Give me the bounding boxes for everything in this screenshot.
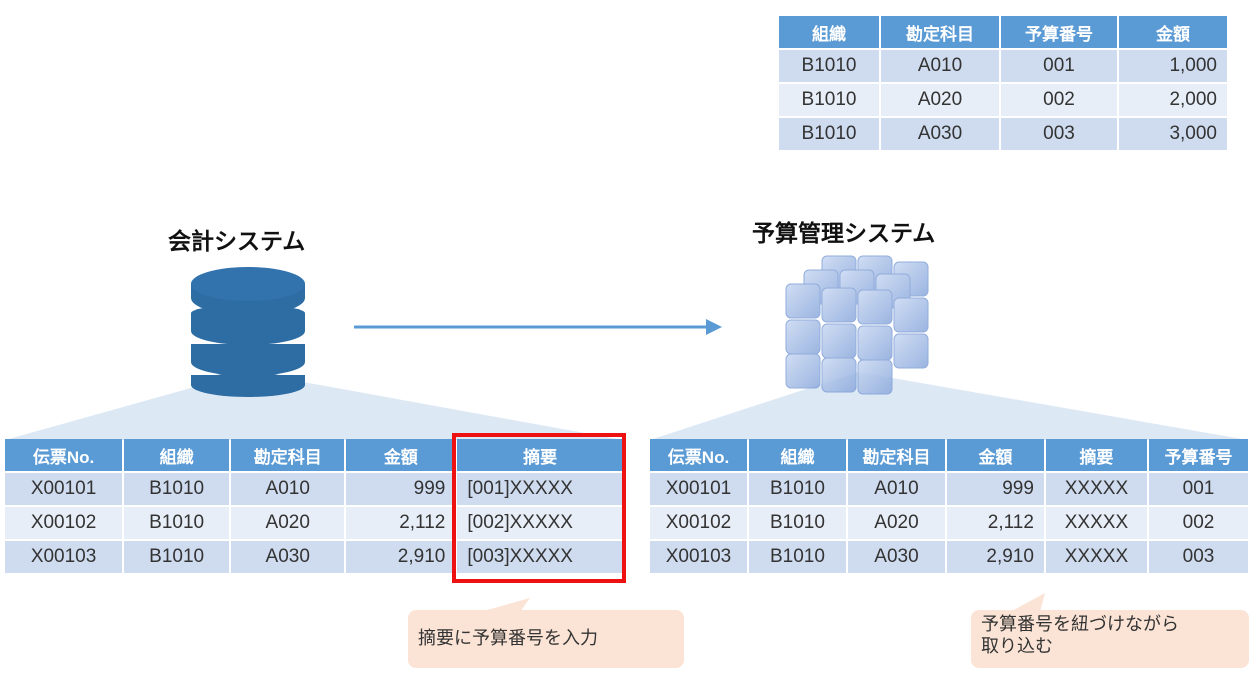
table-cell: 2,910: [946, 541, 1044, 573]
table-cell: B1010: [124, 507, 230, 539]
column-header: 金額: [1119, 16, 1227, 48]
table-cell: A010: [231, 473, 345, 505]
table-cell: XXXXX: [1045, 541, 1147, 573]
table-cell: [003]XXXXX: [457, 541, 623, 573]
table-cell: 001: [1148, 473, 1248, 505]
table-cell: B1010: [748, 473, 846, 505]
table-row: X00101 B1010 A010 999 [001]XXXXX: [5, 473, 623, 505]
table-row: X00102 B1010 A020 2,112 [002]XXXXX: [5, 507, 623, 539]
table-cell: B1010: [124, 541, 230, 573]
table-cell: A030: [881, 118, 999, 150]
table-row: X00103 B1010 A030 2,910 XXXXX 003: [650, 541, 1248, 573]
table-cell: B1010: [748, 507, 846, 539]
table-cell: [001]XXXXX: [457, 473, 623, 505]
table-cell: X00103: [5, 541, 123, 573]
table-cell: 2,000: [1119, 84, 1227, 116]
column-header: 勘定科目: [231, 439, 345, 471]
column-header: 摘要: [457, 439, 623, 471]
table-cell: A030: [231, 541, 345, 573]
database-icon: [191, 267, 305, 397]
table-cell: X00101: [5, 473, 123, 505]
table-cell: A010: [881, 50, 999, 82]
table-row: B1010 A030 003 3,000: [779, 118, 1227, 150]
table-cell: A010: [847, 473, 945, 505]
budget-callout-line2: 取り込む: [981, 636, 1053, 657]
column-header: 伝票No.: [650, 439, 747, 471]
column-header: 予算番号: [1001, 16, 1117, 48]
column-header: 勘定科目: [847, 439, 945, 471]
table-cell: 1,000: [1119, 50, 1227, 82]
table-row: B1010 A010 001 1,000: [779, 50, 1227, 82]
column-header: 摘要: [1045, 439, 1147, 471]
budget-callout-line1: 予算番号を紐づけながら: [981, 614, 1179, 635]
table-cell: A020: [231, 507, 345, 539]
column-header: 金額: [346, 439, 456, 471]
accounting-journal-table: 伝票No. 組織 勘定科目 金額 摘要 X00101 B1010 A010 99…: [3, 437, 625, 575]
table-cell: B1010: [748, 541, 846, 573]
column-header: 組織: [124, 439, 230, 471]
budget-master-table: 組織 勘定科目 予算番号 金額 B1010 A010 001 1,000 B10…: [777, 14, 1229, 152]
accounting-callout: 摘要に予算番号を入力: [408, 610, 684, 668]
table-cell: X00102: [650, 507, 747, 539]
accounting-system-title: 会計システム: [168, 229, 306, 255]
table-cell: B1010: [779, 50, 879, 82]
table-cell: 002: [1148, 507, 1248, 539]
table-cell: B1010: [779, 118, 879, 150]
table-cell: XXXXX: [1045, 473, 1147, 505]
table-cell: A020: [847, 507, 945, 539]
budget-callout-pointer: [1010, 593, 1045, 612]
budget-shade: [650, 372, 1248, 440]
table-cell: 003: [1148, 541, 1248, 573]
table-cell: 999: [946, 473, 1044, 505]
table-header-row: 伝票No. 組織 勘定科目 金額 摘要: [5, 439, 623, 471]
table-row: X00103 B1010 A030 2,910 [003]XXXXX: [5, 541, 623, 573]
table-cell: X00102: [5, 507, 123, 539]
table-cell: [002]XXXXX: [457, 507, 623, 539]
column-header: 予算番号: [1148, 439, 1248, 471]
cube-icon: [785, 255, 929, 395]
table-cell: 2,112: [346, 507, 456, 539]
accounting-callout-text: 摘要に予算番号を入力: [418, 628, 598, 649]
table-row: X00102 B1010 A020 2,112 XXXXX 002: [650, 507, 1248, 539]
budget-system-title: 予算管理システム: [752, 221, 936, 247]
table-cell: 3,000: [1119, 118, 1227, 150]
table-cell: X00103: [650, 541, 747, 573]
table-cell: 001: [1001, 50, 1117, 82]
table-cell: 003: [1001, 118, 1117, 150]
arrow-right-icon: [354, 319, 722, 335]
table-cell: 002: [1001, 84, 1117, 116]
table-cell: A020: [881, 84, 999, 116]
table-cell: 2,910: [346, 541, 456, 573]
table-cell: X00101: [650, 473, 747, 505]
table-row: X00101 B1010 A010 999 XXXXX 001: [650, 473, 1248, 505]
budget-journal-table: 伝票No. 組織 勘定科目 金額 摘要 予算番号 X00101 B1010 A0…: [648, 437, 1250, 575]
table-cell: XXXXX: [1045, 507, 1147, 539]
column-header: 伝票No.: [5, 439, 123, 471]
accounting-callout-pointer: [480, 598, 530, 612]
table-cell: 2,112: [946, 507, 1044, 539]
table-cell: B1010: [124, 473, 230, 505]
column-header: 組織: [748, 439, 846, 471]
budget-callout: 予算番号を紐づけながら 取り込む: [971, 610, 1249, 668]
table-cell: B1010: [779, 84, 879, 116]
column-header: 勘定科目: [881, 16, 999, 48]
table-cell: 999: [346, 473, 456, 505]
table-row: B1010 A020 002 2,000: [779, 84, 1227, 116]
table-header-row: 伝票No. 組織 勘定科目 金額 摘要 予算番号: [650, 439, 1248, 471]
column-header: 組織: [779, 16, 879, 48]
table-header-row: 組織 勘定科目 予算番号 金額: [779, 16, 1227, 48]
table-cell: A030: [847, 541, 945, 573]
column-header: 金額: [946, 439, 1044, 471]
accounting-shade: [5, 372, 623, 440]
